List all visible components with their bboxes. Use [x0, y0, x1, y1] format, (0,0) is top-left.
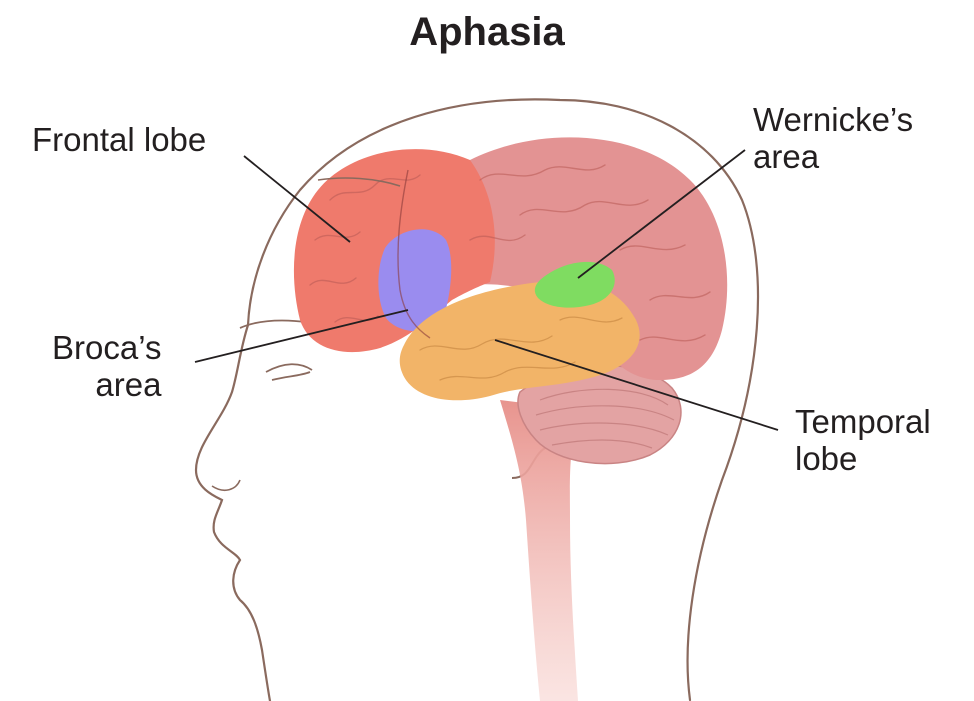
brocas-area-region — [378, 229, 452, 332]
brainstem — [500, 400, 580, 701]
skull-line — [317, 177, 401, 187]
label-temporal-lobe: Temporal lobe — [795, 403, 931, 478]
head-outline — [194, 98, 760, 701]
label-frontal-lobe: Frontal lobe — [32, 121, 207, 159]
diagram-title: Aphasia — [409, 10, 565, 54]
label-wernickes-area: Wernicke’s area — [753, 101, 914, 176]
temporal-gyri-texture — [419, 316, 623, 381]
leader-frontal-lobe — [243, 155, 351, 243]
label-frontal-lobe-text: Frontal lobe — [32, 121, 207, 158]
label-temporal-line1: Temporal — [795, 403, 931, 440]
label-temporal-line2: lobe — [795, 439, 858, 477]
label-wernickes-line1: Wernicke’s — [753, 101, 914, 138]
leader-lines — [194, 149, 779, 431]
temporal-lobe — [399, 280, 640, 401]
label-brocas-line2: area — [95, 365, 162, 403]
label-wernickes-line2: area — [753, 137, 820, 175]
leader-brocas-area — [194, 309, 409, 363]
brain-gyri-texture — [309, 164, 711, 342]
central-sulcus — [397, 169, 431, 339]
leader-wernickes-area — [577, 149, 746, 279]
eye-outline — [265, 363, 313, 381]
label-brocas-line1: Broca’s — [52, 329, 162, 366]
wernickes-area-region — [534, 261, 615, 308]
parietal-region — [470, 137, 728, 380]
nostril-outline — [211, 479, 241, 492]
leader-temporal-lobe — [494, 339, 779, 431]
cerebellum-folds — [535, 388, 675, 449]
label-brocas-area: Broca’s area — [52, 329, 162, 404]
